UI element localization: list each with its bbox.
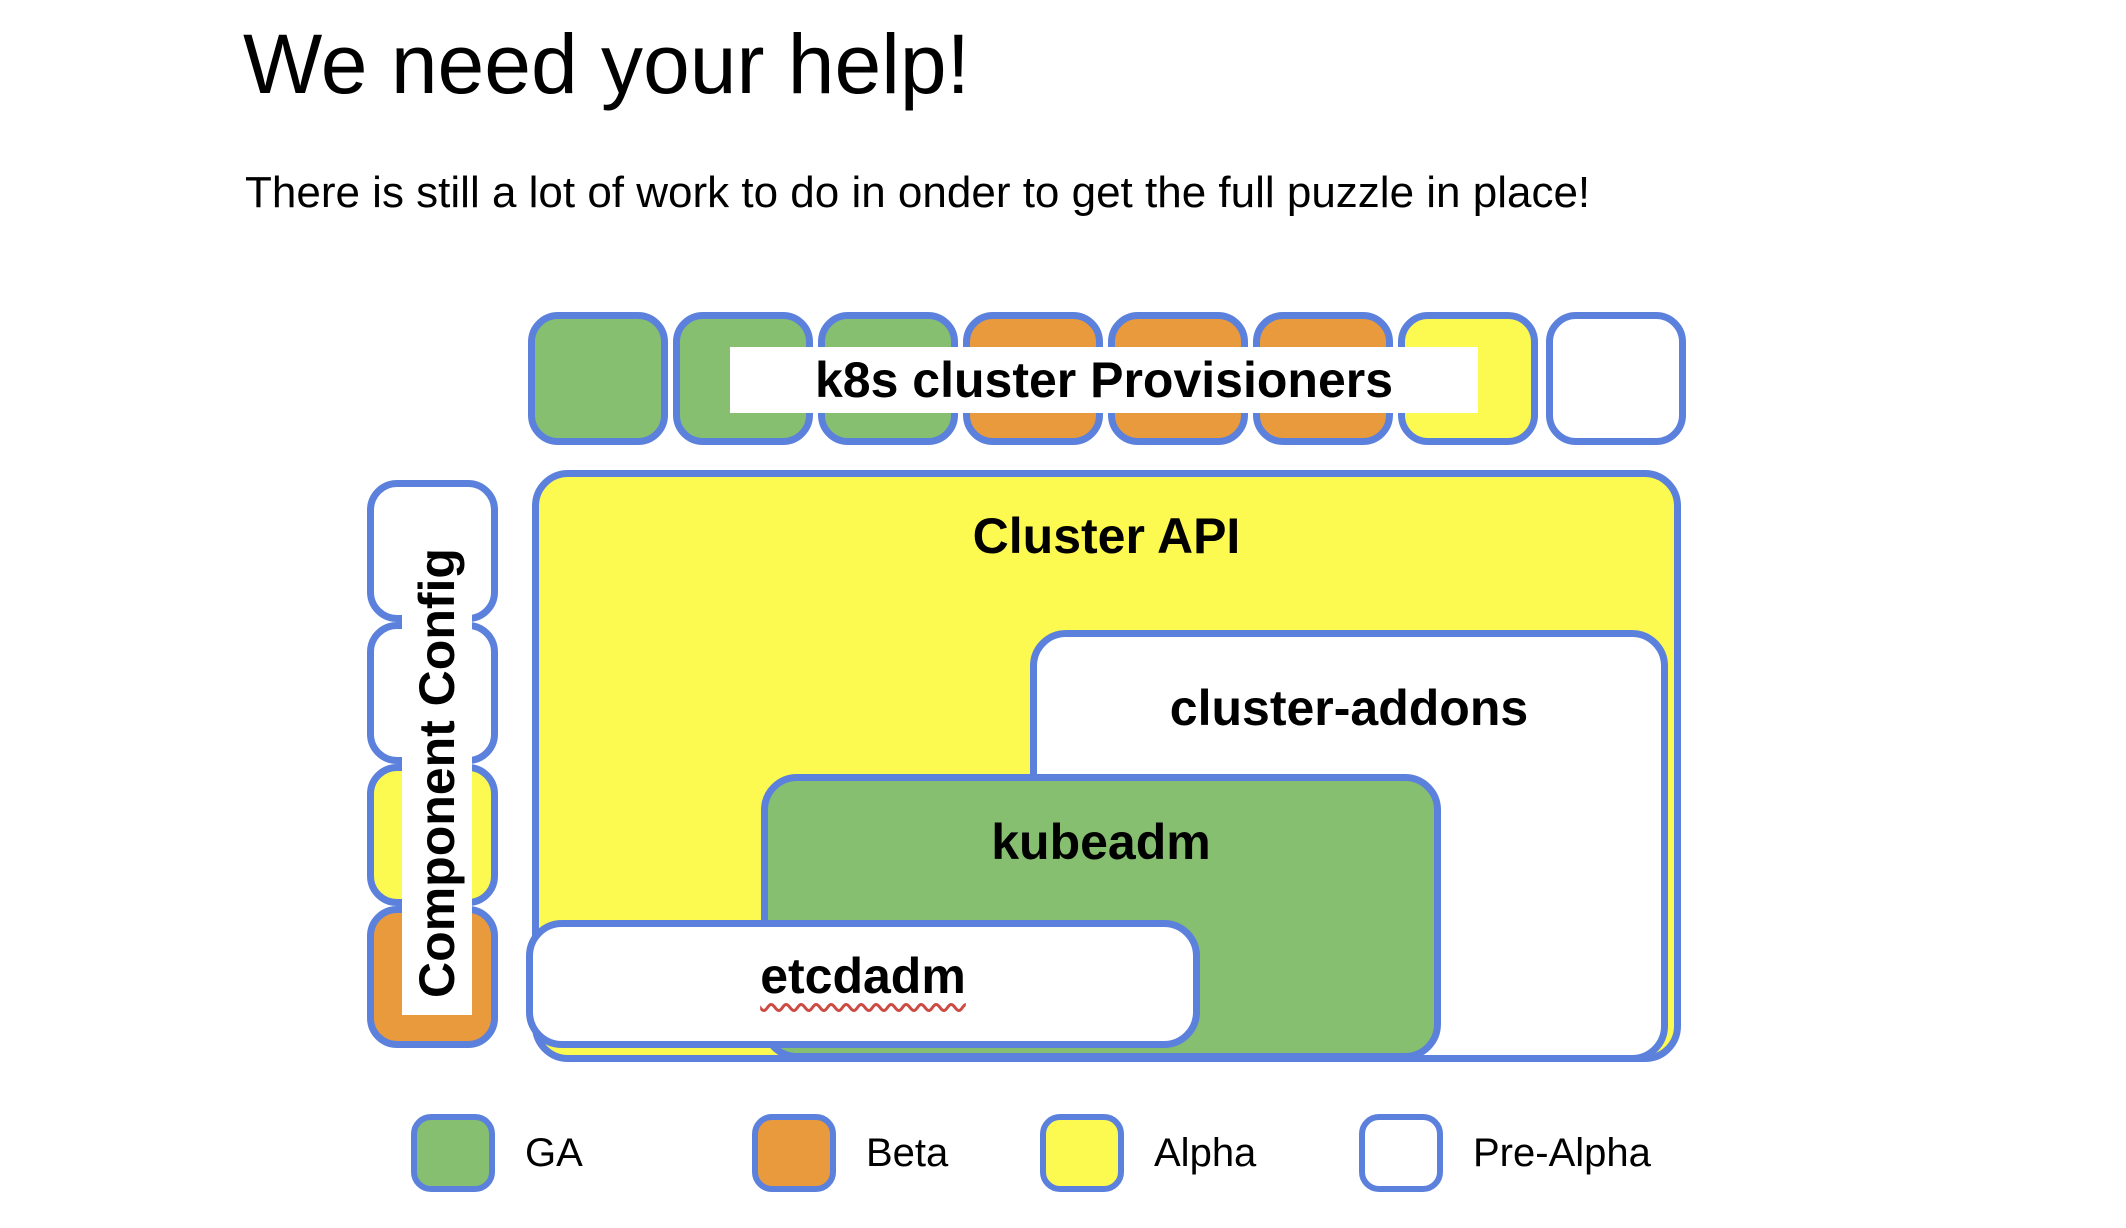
etcdadm-label-text: etcdadm (760, 948, 966, 1004)
legend-item-ga: GA (411, 1114, 583, 1192)
etcdadm-box: etcdadm (526, 920, 1200, 1048)
legend-swatch-alpha (1040, 1114, 1124, 1192)
legend-swatch-beta (752, 1114, 836, 1192)
component-config-label: Component Config (402, 531, 472, 1015)
legend-label-pre-alpha: Pre-Alpha (1473, 1130, 1651, 1175)
legend-label-alpha: Alpha (1154, 1130, 1257, 1175)
cluster-api-label: Cluster API (972, 508, 1241, 564)
page-title: We need your help! (243, 17, 970, 111)
legend-swatch-ga (411, 1114, 495, 1192)
legend-item-beta: Beta (752, 1114, 948, 1192)
legend-swatch-pre-alpha (1359, 1114, 1443, 1192)
etcdadm-label: etcdadm (533, 947, 1193, 1005)
kubeadm-label: kubeadm (991, 814, 1211, 870)
cluster-addons-label: cluster-addons (1169, 680, 1529, 736)
legend-item-alpha: Alpha (1040, 1114, 1256, 1192)
provisioners-label: k8s cluster Provisioners (730, 347, 1478, 413)
provisioner-piece-8-pre-alpha (1546, 312, 1686, 445)
legend-label-ga: GA (525, 1130, 583, 1175)
legend-item-pre-alpha: Pre-Alpha (1359, 1114, 1651, 1192)
provisioner-piece-1-ga (528, 312, 668, 445)
page-subtitle: There is still a lot of work to do in on… (245, 168, 1591, 217)
legend-label-beta: Beta (866, 1130, 949, 1175)
